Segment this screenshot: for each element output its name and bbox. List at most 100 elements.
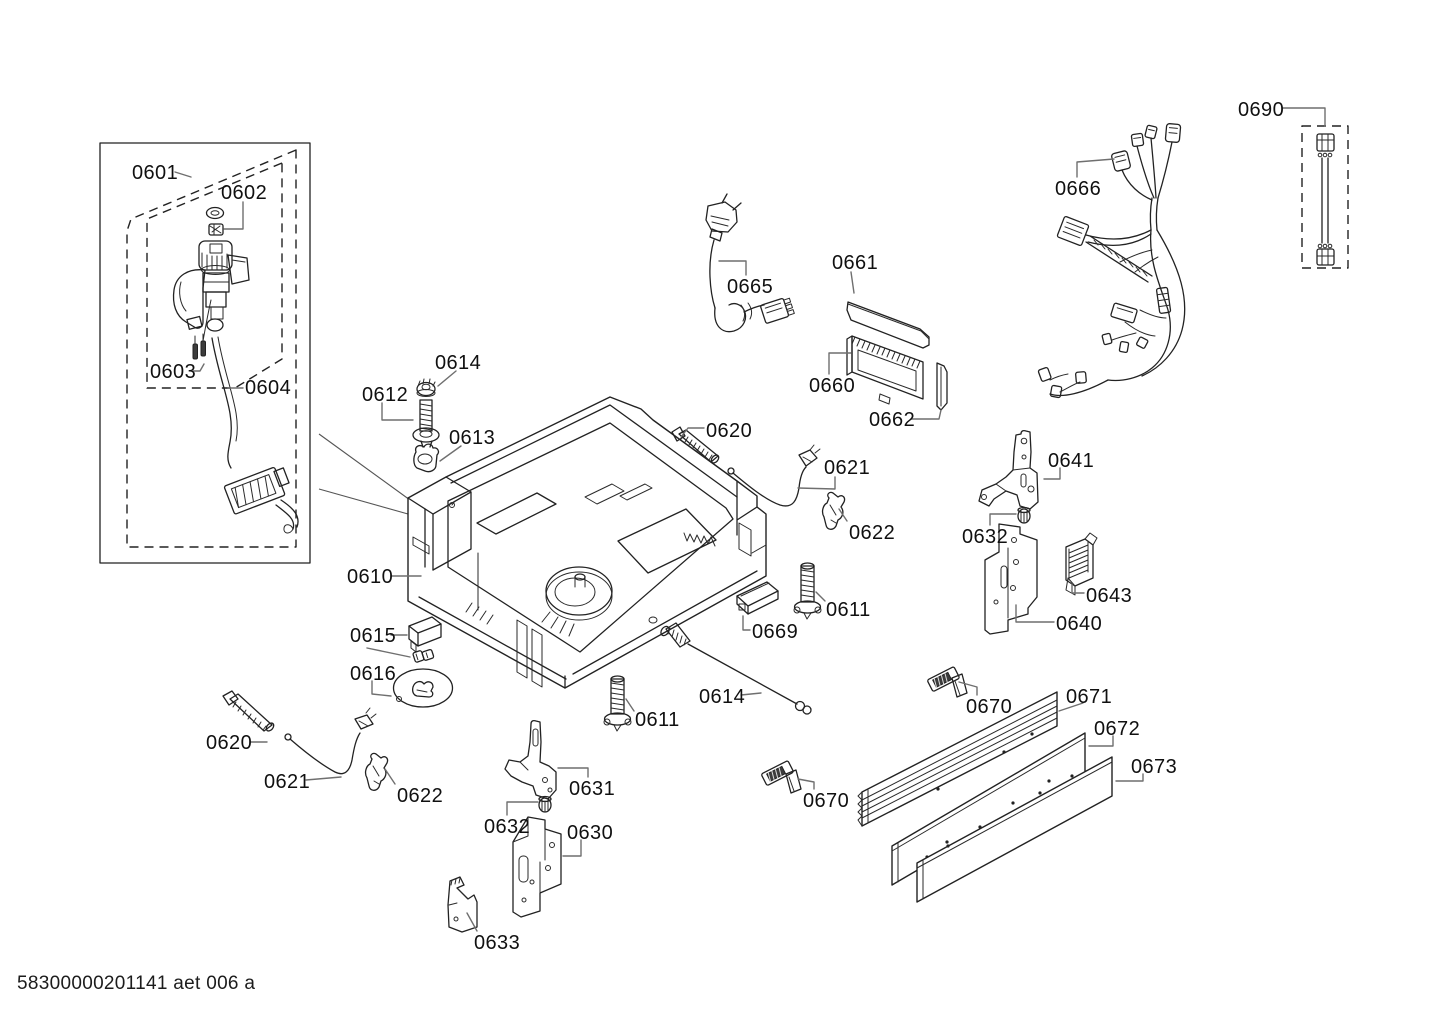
- hinge-bracket-lower-drawing: [512, 816, 562, 918]
- tension-rod-lower-drawing: [222, 690, 275, 732]
- leader-line-0662: [910, 409, 942, 420]
- skirting-panel-1-drawing: [857, 691, 1058, 827]
- leader-line-0601: [174, 171, 192, 178]
- part-label-0643-23: 0643: [1086, 585, 1133, 607]
- sensor-wire-lower-drawing: [284, 707, 377, 775]
- mounting-bracket-lower-right-drawing: [984, 523, 1038, 635]
- part-label-0670-38: 0670: [803, 790, 850, 812]
- leader-line-0660: [828, 352, 852, 375]
- leader-line-0671: [1058, 702, 1084, 712]
- skirting-panel-3-drawing: [916, 756, 1113, 903]
- part-label-0621-30: 0621: [264, 771, 311, 793]
- long-rod-drawing: [660, 622, 812, 715]
- leader-line-0621: [797, 476, 836, 490]
- leader-line-0670: [797, 778, 815, 790]
- inlet-valve-assembly-drawing: [99, 142, 422, 564]
- part-label-0633-37: 0633: [474, 932, 521, 954]
- leader-line-0612: [381, 402, 414, 421]
- part-label-0671-26: 0671: [1066, 686, 1113, 708]
- leader-line-0633: [466, 912, 478, 932]
- part-label-0670-25: 0670: [966, 696, 1013, 718]
- base-frame-drawing: [407, 396, 767, 689]
- leader-line-0603: [191, 363, 205, 372]
- grommet-right-drawing: [1017, 506, 1031, 524]
- part-label-0666-11: 0666: [1055, 178, 1102, 200]
- part-label-0604-3: 0604: [245, 377, 292, 399]
- part-label-0690-12: 0690: [1238, 99, 1285, 121]
- leader-line-0670: [958, 681, 978, 696]
- leader-line-0622: [384, 768, 396, 785]
- leader-line-0614: [740, 692, 762, 696]
- base-cover-disc-drawing: [392, 668, 454, 708]
- control-module-drawing: [846, 335, 924, 405]
- clip-bracket-upper-drawing: [821, 491, 846, 530]
- leader-line-0640: [1015, 604, 1055, 623]
- leader-line-0672: [1088, 735, 1114, 747]
- leader-line-0632: [989, 513, 1017, 526]
- part-label-0672-27: 0672: [1094, 718, 1141, 740]
- leader-line-0666: [1076, 158, 1115, 178]
- part-label-0641-21: 0641: [1048, 450, 1095, 472]
- end-cap-drawing: [936, 362, 948, 411]
- part-label-0611-32: 0611: [635, 709, 680, 731]
- leader-line-0611: [625, 698, 635, 712]
- leader-line-0611: [815, 591, 826, 602]
- power-cord-drawing: [705, 193, 795, 333]
- part-label-0660-9: 0660: [809, 375, 856, 397]
- leader-line-0673: [1115, 773, 1144, 782]
- sensor-wire-upper-drawing: [727, 444, 821, 507]
- leader-line-0643: [1071, 583, 1085, 594]
- spacer-block-drawing: [736, 581, 779, 615]
- part-label-0614-33: 0614: [699, 686, 746, 708]
- part-label-0614-4: 0614: [435, 352, 482, 374]
- part-label-0603-2: 0603: [150, 361, 197, 383]
- leader-line-0669: [742, 615, 751, 631]
- leader-line-0620: [680, 427, 705, 438]
- part-label-0616-20: 0616: [350, 663, 397, 685]
- part-label-0611-17: 0611: [826, 599, 871, 621]
- part-label-0621-14: 0621: [824, 457, 871, 479]
- leader-line-0614: [437, 370, 457, 387]
- part-label-0632-22: 0632: [962, 526, 1009, 548]
- leader-line-0630: [562, 839, 582, 857]
- part-label-0640-24: 0640: [1056, 613, 1103, 635]
- leader-line-0665: [718, 260, 747, 276]
- part-label-0612-5: 0612: [362, 384, 409, 406]
- leader-line-0613: [439, 445, 462, 462]
- leader-line-0632: [506, 801, 539, 816]
- leader-line-0602: [223, 201, 244, 230]
- mounting-bracket-upper-drawing: [978, 429, 1039, 510]
- part-label-0613-6: 0613: [449, 427, 496, 449]
- leader-line-0622: [838, 508, 848, 522]
- grommet-lower-drawing: [538, 795, 552, 813]
- part-label-0665-7: 0665: [727, 276, 774, 298]
- leader-line-0631: [557, 767, 589, 778]
- leader-lines: [174, 107, 1326, 932]
- part-label-0673-28: 0673: [1131, 756, 1178, 778]
- part-label-0620-13: 0620: [706, 420, 753, 442]
- leader-line-0690: [1281, 107, 1326, 127]
- leader-line-0616: [371, 680, 392, 697]
- screw-set-drawing: [412, 378, 440, 473]
- leader-line-0615: [366, 647, 411, 658]
- part-label-0620-29: 0620: [206, 732, 253, 754]
- part-label-0622-31: 0622: [397, 785, 444, 807]
- cover-strip-drawing: [846, 301, 930, 349]
- part-label-0661-8: 0661: [832, 252, 879, 274]
- cable-harness-drawing: [1037, 123, 1186, 399]
- tension-rod-upper-drawing: [671, 426, 720, 464]
- part-label-0632-35: 0632: [484, 816, 531, 838]
- fixing-clip-right-drawing: [927, 666, 968, 698]
- part-label-0622-15: 0622: [849, 522, 896, 544]
- part-label-0601-0: 0601: [132, 162, 179, 184]
- part-label-0610-16: 0610: [347, 566, 394, 588]
- part-label-0630-36: 0630: [567, 822, 614, 844]
- leader-line-0621: [305, 776, 342, 781]
- hinge-bracket-upper-drawing: [504, 719, 557, 800]
- part-label-0602-1: 0602: [221, 182, 268, 204]
- leveling-screw-center-drawing: [603, 675, 632, 732]
- fixing-clip-lower-drawing: [761, 760, 802, 794]
- part-label-0669-18: 0669: [752, 621, 799, 643]
